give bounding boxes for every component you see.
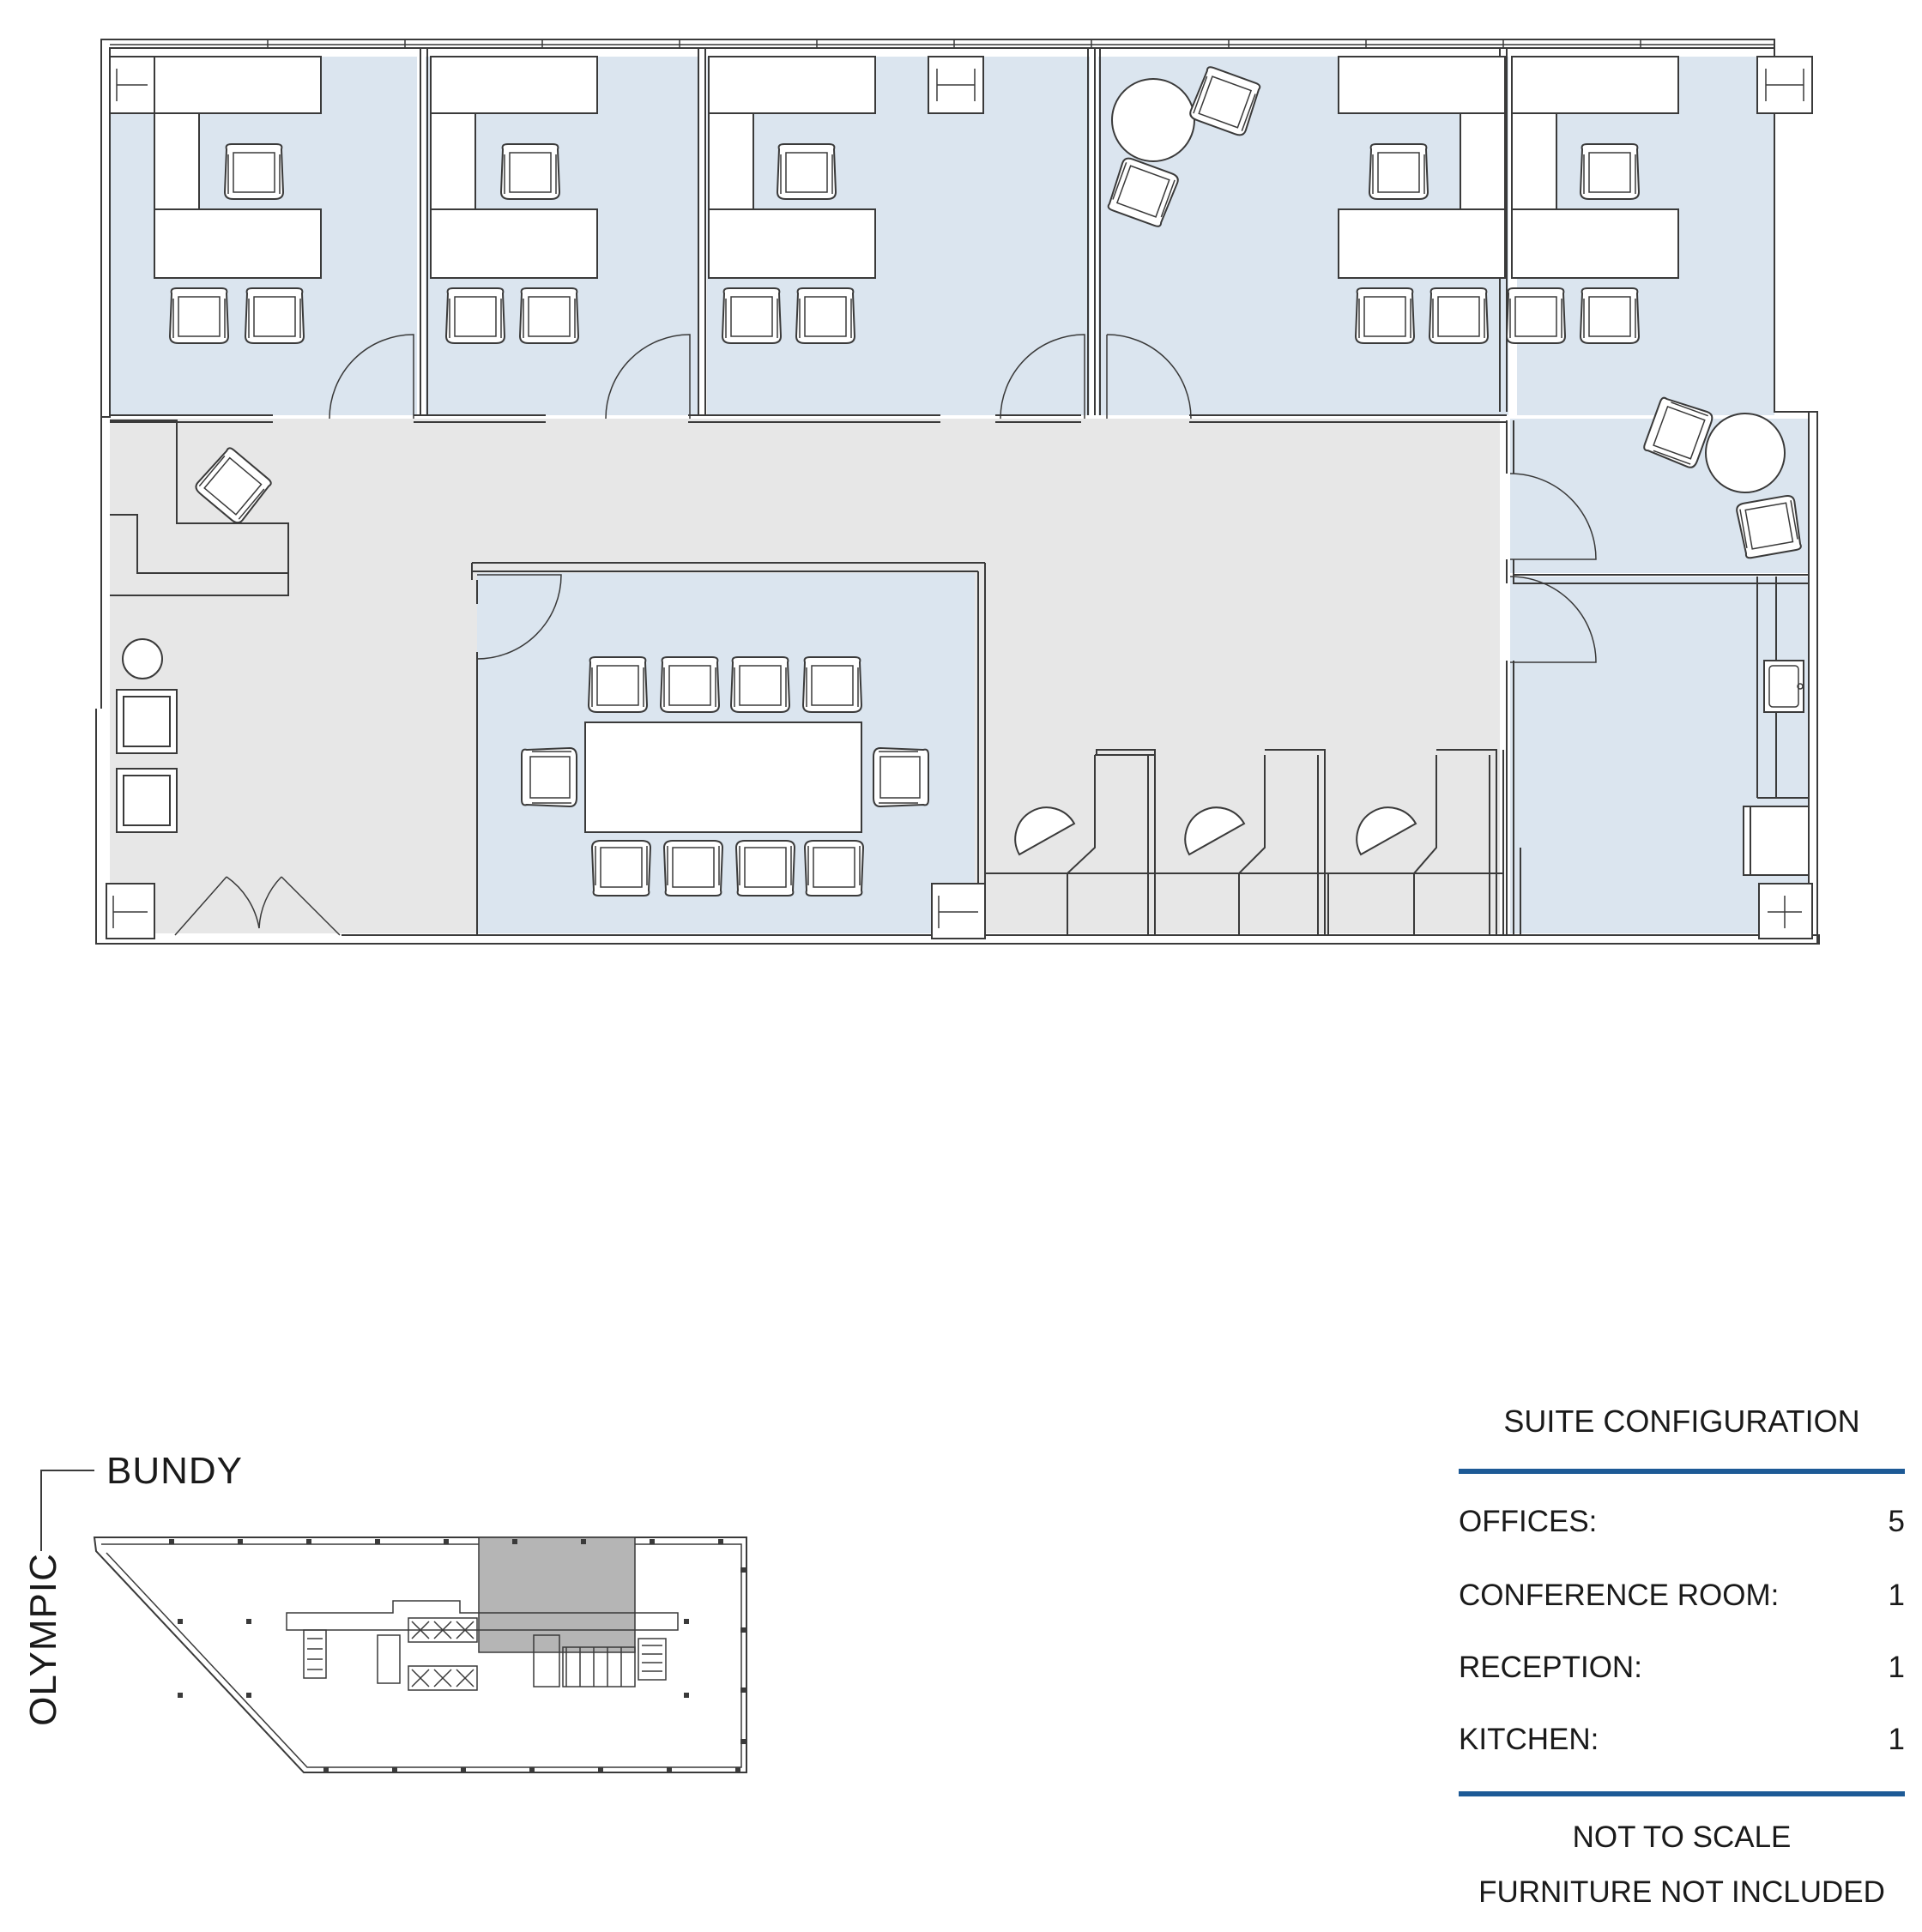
legend-row-value: 1	[1888, 1651, 1905, 1684]
legend-top-rule	[1459, 1469, 1905, 1474]
key-plan-column	[598, 1767, 603, 1772]
chair	[1354, 287, 1416, 344]
key-plan-column	[740, 1627, 746, 1633]
desk	[154, 208, 322, 279]
key-plan-column	[178, 1693, 183, 1698]
legend-row-value: 1	[1888, 1579, 1905, 1612]
key-plan-column	[684, 1619, 689, 1624]
kitchen-counter	[1520, 577, 1810, 935]
key-plan-columns	[169, 1539, 746, 1772]
column-top-left	[109, 56, 155, 114]
chair	[1505, 287, 1567, 344]
key-plan-column	[169, 1539, 174, 1544]
key-plan-column	[650, 1539, 655, 1544]
legend-bottom-rule	[1459, 1791, 1905, 1796]
chair	[590, 840, 652, 897]
key-plan-column	[735, 1767, 740, 1772]
key-plan-column	[178, 1619, 183, 1624]
chair	[721, 287, 783, 344]
furniture-note: FURNITURE NOT INCLUDED	[1478, 1875, 1885, 1909]
chair	[499, 143, 561, 200]
chair	[444, 287, 506, 344]
key-plan-column	[529, 1767, 535, 1772]
task-chair	[1184, 806, 1246, 856]
legend-row-label: OFFICES:	[1459, 1505, 1598, 1538]
chair	[795, 287, 856, 344]
key-plan-column	[238, 1539, 243, 1544]
legend-row-label: KITCHEN:	[1459, 1723, 1599, 1756]
office-furniture	[116, 56, 1810, 935]
street-label-bundy: BUNDY	[106, 1450, 244, 1492]
key-plan-column	[718, 1539, 723, 1544]
key-plan-column	[740, 1687, 746, 1693]
key-plan-column	[461, 1767, 466, 1772]
walls	[95, 39, 1820, 945]
key-plan-column	[246, 1619, 251, 1624]
legend-row-label: CONFERENCE ROOM:	[1459, 1579, 1780, 1612]
chair	[518, 287, 580, 344]
column-top-mid	[928, 56, 984, 114]
key-plan-column	[306, 1539, 311, 1544]
doors	[174, 334, 1597, 936]
column-bottom-right	[1758, 883, 1813, 939]
legend-row-label: RECEPTION:	[1459, 1651, 1642, 1684]
legend-title: SUITE CONFIGURATION	[1503, 1404, 1860, 1439]
key-plan-column	[684, 1693, 689, 1698]
chair	[244, 287, 305, 344]
column-bottom-mid	[931, 883, 986, 939]
not-to-scale-note: NOT TO SCALE	[1572, 1820, 1792, 1854]
column-bottom-left	[106, 883, 155, 939]
legend-row-value: 1	[1888, 1723, 1905, 1756]
round-table	[1111, 78, 1195, 162]
chair	[803, 840, 865, 897]
key-plan	[40, 1470, 747, 1773]
kitchen-room	[1510, 577, 1809, 933]
suite-highlight	[478, 1537, 636, 1653]
street-label-olympic: OLYMPIC	[21, 1553, 64, 1726]
chair	[662, 840, 724, 897]
chair	[168, 287, 230, 344]
chair	[521, 746, 577, 808]
chair	[223, 143, 285, 200]
key-plan-column	[667, 1767, 672, 1772]
conference-table	[584, 721, 862, 833]
chair	[729, 656, 791, 713]
task-chair	[1014, 806, 1076, 856]
key-plan-column	[740, 1567, 746, 1573]
key-plan-column	[375, 1539, 380, 1544]
refrigerator	[1743, 806, 1810, 876]
chair	[734, 840, 796, 897]
key-plan-column	[323, 1767, 329, 1772]
chair	[587, 656, 649, 713]
key-plan-column	[392, 1767, 397, 1772]
key-plan-column	[512, 1539, 517, 1544]
chair	[1189, 66, 1261, 136]
chair	[776, 143, 837, 200]
task-chair	[1356, 806, 1417, 856]
chair	[873, 746, 929, 808]
key-plan-column	[740, 1739, 746, 1744]
chair	[1428, 287, 1490, 344]
chair	[801, 656, 863, 713]
round-table	[1705, 413, 1786, 493]
chair	[1579, 287, 1641, 344]
chair	[1643, 396, 1713, 468]
chair	[195, 447, 272, 524]
credenza	[154, 56, 322, 114]
chair	[1368, 143, 1429, 200]
chair	[1107, 157, 1179, 227]
key-plan-column	[246, 1693, 251, 1698]
chairs	[168, 66, 1802, 897]
structural-columns	[106, 56, 1813, 939]
key-plan-column	[581, 1539, 586, 1544]
chair	[659, 656, 721, 713]
legend-row-value: 5	[1888, 1505, 1905, 1538]
chair	[1579, 143, 1641, 200]
column-top-right	[1756, 56, 1813, 114]
key-plan-column	[444, 1539, 449, 1544]
workstations	[985, 749, 1504, 935]
chair	[1736, 495, 1802, 559]
